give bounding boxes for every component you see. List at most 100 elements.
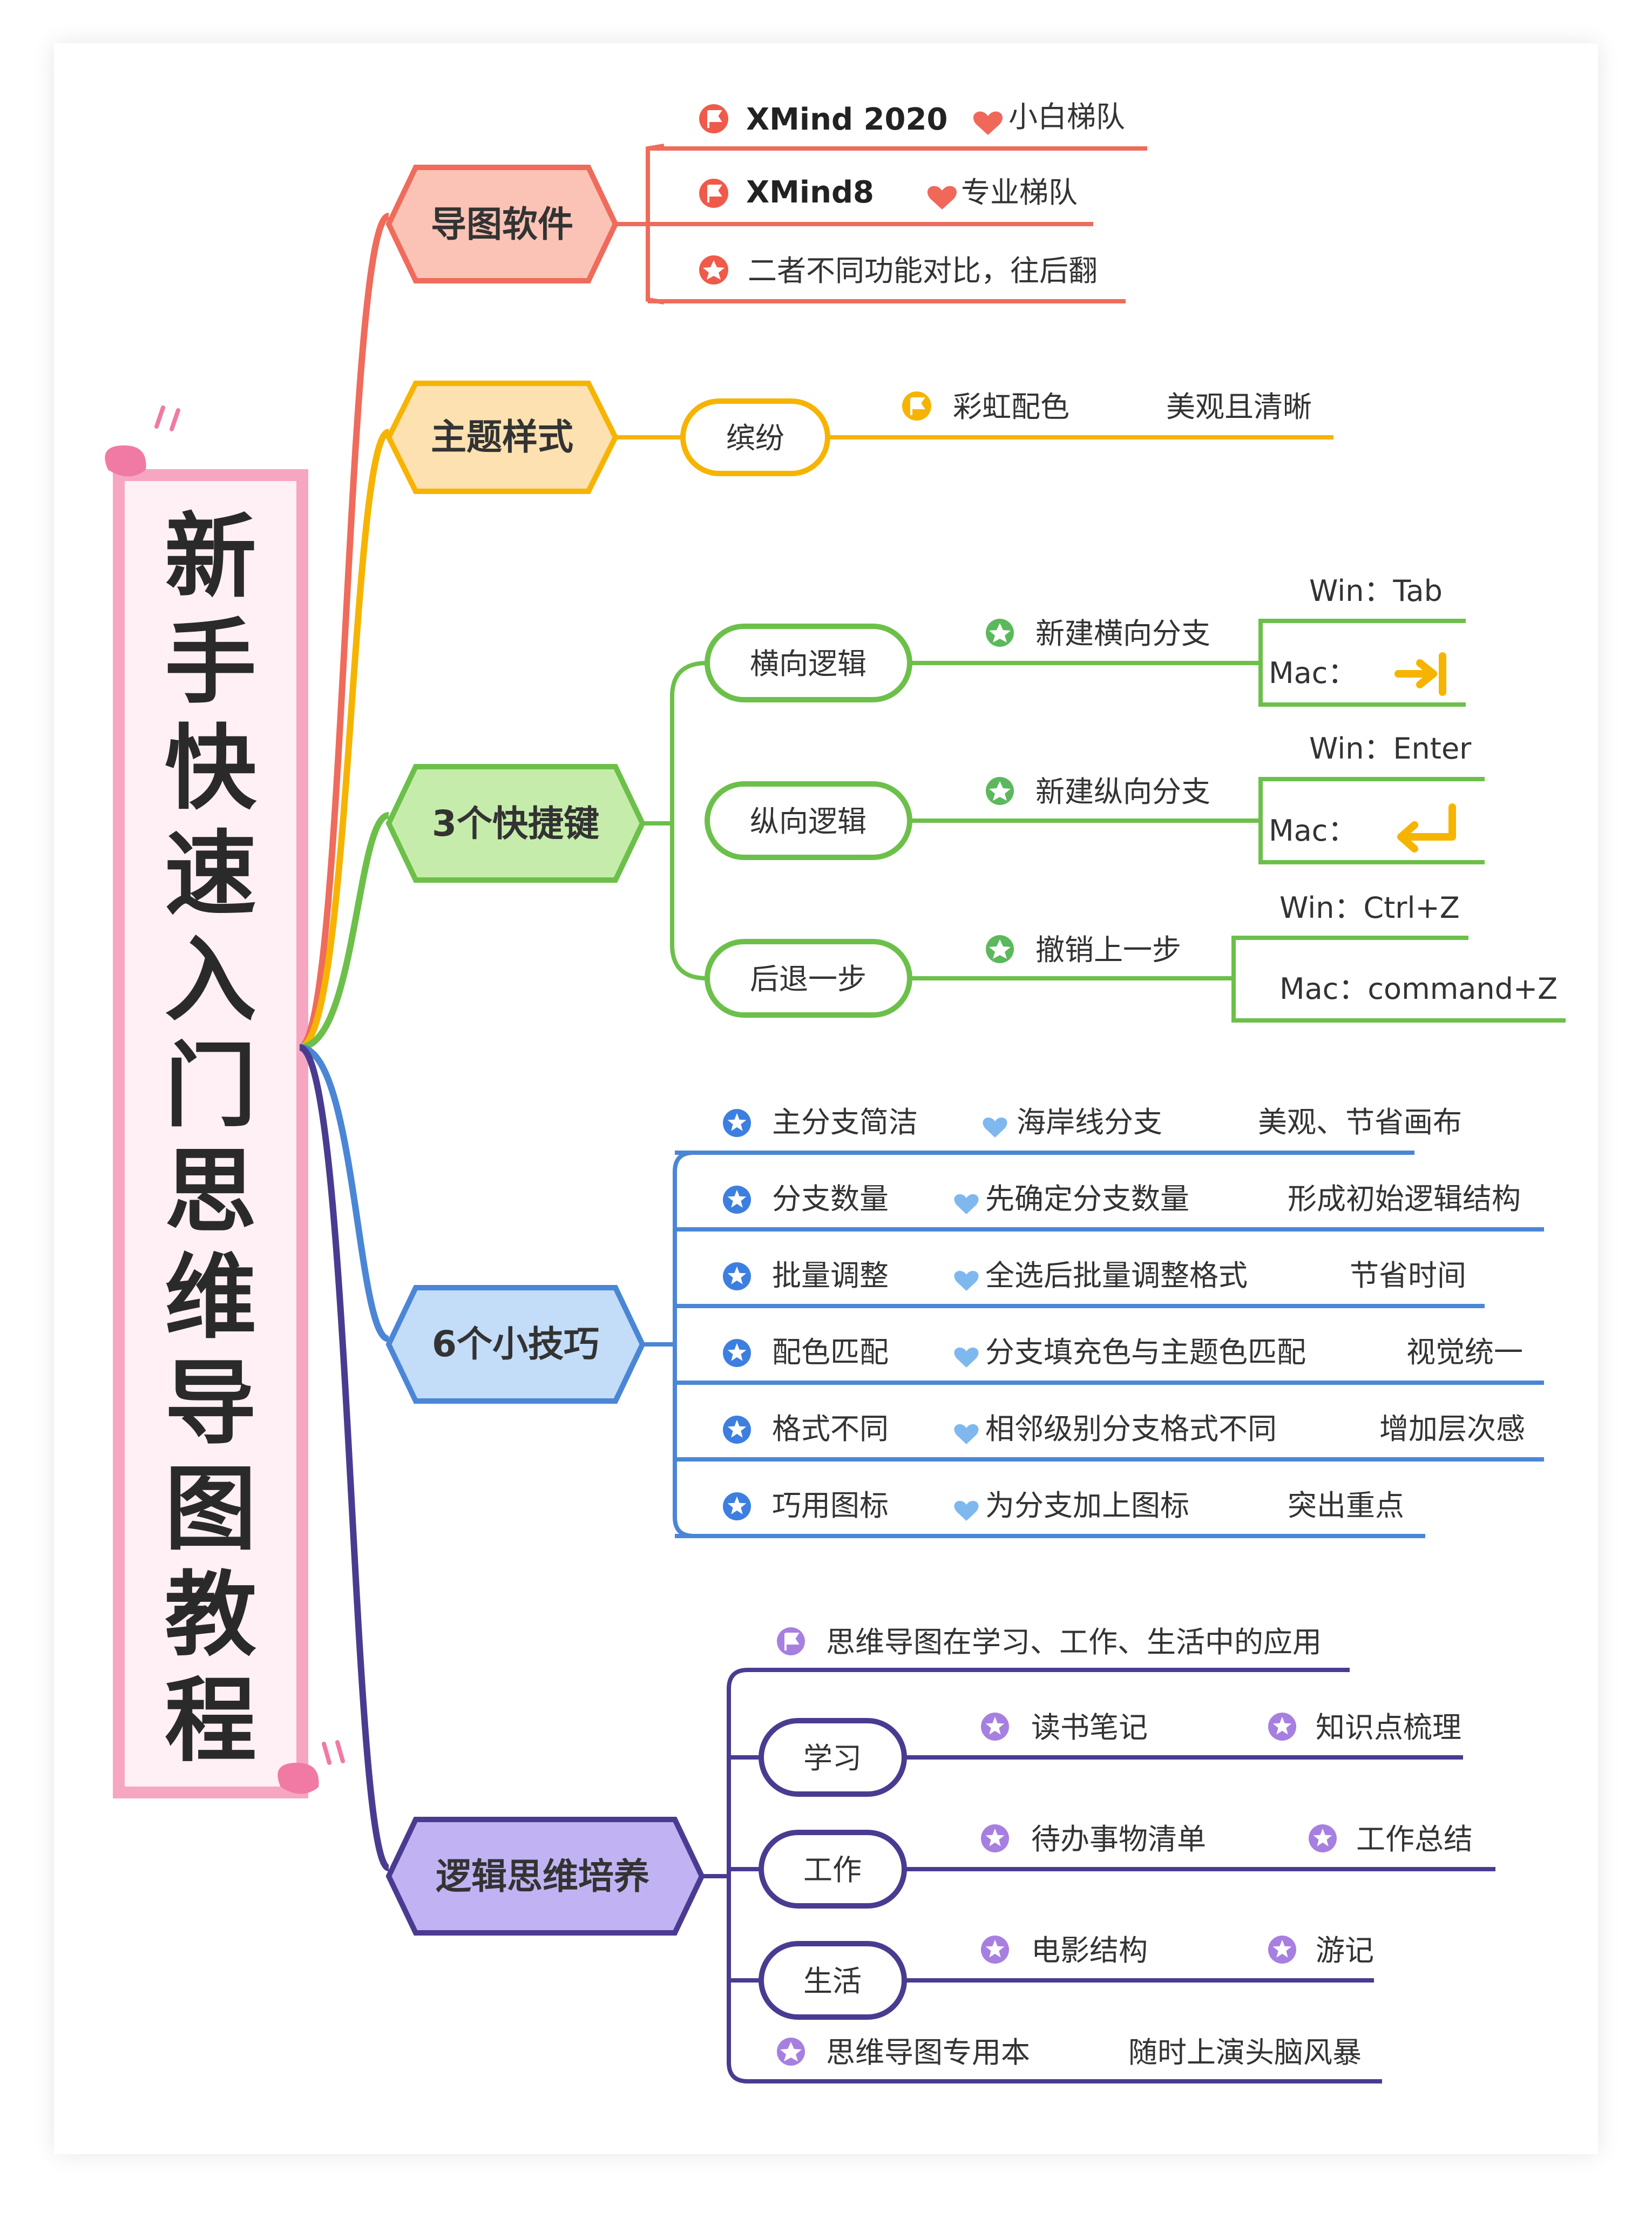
connector-theme [299, 429, 390, 1051]
shortcut-group-3-mac: Mac：command+Z [1279, 972, 1558, 1006]
tips-row[interactable]: 巧用图标为分支加上图标突出重点 [675, 1489, 1425, 1538]
title-char: 速 [165, 821, 256, 928]
logic-group-item-b: 工作总结 [1356, 1822, 1473, 1856]
tips-row-detail: 分支填充色与主题色匹配 [985, 1335, 1306, 1369]
tips-row-title: 格式不同 [772, 1412, 889, 1446]
title-heart-bottom [277, 1763, 319, 1794]
shortcut-group-2: 纵向逻辑 新建纵向分支 Win：Enter Mac： [705, 732, 1485, 864]
star-glyph [989, 939, 1011, 959]
logic-group: 学习读书笔记知识点梳理 [729, 1710, 1463, 1797]
blue-star-icon [723, 1109, 751, 1137]
shortcut-group-3-bracket [1231, 936, 1247, 1023]
branch-shortcut: 3个快捷键 横向逻辑 新建横向分支 Win：Tab Mac： 纵向逻辑 [385, 574, 1566, 1023]
tab-key-icon [1394, 652, 1446, 696]
tips-rows: 主分支简洁海岸线分支美观、节省画布分支数量先确定分支数量形成初始逻辑结构批量调整… [675, 1105, 1544, 1538]
shortcut-bracket [670, 661, 708, 980]
software-label: 导图软件 [431, 204, 573, 245]
shortcut-group-3: 后退一步 撤销上一步 Win：Ctrl+Z Mac：command+Z [705, 891, 1566, 1023]
tips-label: 6个小技巧 [432, 1323, 599, 1365]
shortcut-label: 3个快捷键 [432, 803, 599, 844]
heart-icon [954, 1194, 979, 1214]
shortcut-group-3-action: 撤销上一步 [1035, 933, 1181, 967]
paper-card [54, 43, 1598, 2154]
connector-shortcut [299, 812, 390, 1051]
connector-software [298, 213, 390, 1051]
title-char: 维 [165, 1244, 256, 1351]
title-char: 手 [165, 610, 256, 716]
logic-group: 生活 电影结构 游记 [729, 1933, 1374, 2020]
logic-group-item-a: 读书笔记 [1031, 1710, 1148, 1744]
star-glyph [780, 2042, 802, 2061]
tips-row-benefit: 增加层次感 [1379, 1412, 1525, 1446]
logic-label: 逻辑思维培养 [436, 1856, 649, 1897]
theme-item-label: 彩虹配色 [953, 390, 1069, 424]
purple-star-icon [1268, 1713, 1296, 1741]
logic-bracket [727, 1668, 748, 2083]
purple-star-icon [1309, 1824, 1337, 1852]
title-char: 程 [165, 1668, 256, 1775]
software-item-2-label: XMind8 [746, 175, 874, 210]
star-glyph [989, 781, 1011, 801]
shortcut-group-1: 横向逻辑 新建横向分支 Win：Tab Mac： [705, 574, 1466, 707]
purple-star-icon [981, 1824, 1009, 1852]
heart-icon [954, 1500, 979, 1521]
logic-top-label: 思维导图在学习、工作、生活中的应用 [826, 1625, 1322, 1659]
shortcut-group-1-win: Win：Tab [1309, 574, 1443, 608]
logic-group: 工作 待办事物清单 工作总结 [729, 1822, 1495, 1909]
software-item-1[interactable]: XMind 2020 小白梯队 [699, 100, 1125, 137]
title-sparkle-bottom [322, 1740, 345, 1765]
title-char: 新 [165, 504, 256, 611]
tips-row-benefit: 视觉统一 [1406, 1335, 1523, 1369]
title-frame [113, 469, 308, 1798]
software-item-2[interactable]: XMind8 专业梯队 [699, 175, 1078, 210]
title-char: 门 [165, 1033, 256, 1140]
branch-tips: 6个小技巧 主分支简洁 海岸线分支 美观、节省画布分支数量先确定分支数量形成初始逻辑… [385, 1105, 1544, 1538]
tips-bracket [673, 1151, 694, 1538]
tips-row[interactable]: 分支数量先确定分支数量形成初始逻辑结构 [675, 1182, 1544, 1232]
title-char: 导 [165, 1350, 256, 1457]
shortcut-group-2-action: 新建纵向分支 [1035, 775, 1210, 809]
logic-group-label: 生活 [803, 1964, 862, 1998]
logic-groups: 学习读书笔记知识点梳理工作待办事物清单工作总结生活电影结构游记 [729, 1710, 1495, 2020]
logic-group-item-b: 游记 [1316, 1933, 1374, 1967]
blue-star-icon [723, 1186, 751, 1214]
title-char: 图 [165, 1456, 256, 1563]
tips-row-benefit: 形成初始逻辑结构 [1288, 1182, 1521, 1216]
branch-logic: 逻辑思维培养 思维导图在学习、工作、生活中的应用 学习读书笔记知识点梳理工作待办… [385, 1625, 1495, 2083]
title-char: 快 [165, 715, 257, 822]
tips-row-detail: 海岸线分支 [1017, 1105, 1162, 1139]
tips-row[interactable]: 批量调整全选后批量调整格式节省时间 [675, 1259, 1485, 1308]
logic-group-label: 工作 [803, 1853, 862, 1887]
tips-row[interactable]: 主分支简洁 海岸线分支 美观、节省画布 [675, 1105, 1462, 1155]
logic-group-item-b: 知识点梳理 [1316, 1710, 1461, 1744]
tips-row[interactable]: 配色匹配 分支填充色与主题色匹配 视觉统一 [675, 1335, 1544, 1385]
heart-icon [927, 186, 957, 209]
software-item-1-label: XMind 2020 [746, 102, 947, 137]
tips-row-detail: 全选后批量调整格式 [985, 1259, 1248, 1293]
star-glyph [989, 623, 1011, 642]
tips-row-benefit: 节省时间 [1350, 1259, 1466, 1293]
logic-group-item-a: 电影结构 [1031, 1933, 1148, 1967]
tips-row-title: 配色匹配 [772, 1335, 889, 1369]
logic-group-item-a: 待办事物清单 [1031, 1822, 1206, 1856]
main-connectors [298, 213, 390, 1871]
software-item-3-label: 二者不同功能对比，往后翻 [748, 254, 1098, 288]
shortcut-group-1-label: 横向逻辑 [750, 647, 866, 681]
software-item-3[interactable]: 二者不同功能对比，往后翻 [699, 254, 1098, 288]
theme-item-extra: 美观且清晰 [1166, 390, 1312, 424]
blue-star-icon [723, 1262, 751, 1290]
software-item-1-note: 小白梯队 [1008, 100, 1125, 134]
title-char: 入 [165, 927, 256, 1034]
heart-icon [954, 1270, 979, 1291]
shortcut-group-2-label: 纵向逻辑 [750, 804, 866, 838]
tips-row-detail: 相邻级别分支格式不同 [985, 1412, 1277, 1446]
tips-row-title: 主分支简洁 [772, 1105, 918, 1139]
tips-row-benefit: 美观、节省画布 [1258, 1105, 1462, 1139]
heart-icon [973, 111, 1003, 135]
tips-row[interactable]: 格式不同 相邻级别分支格式不同 增加层次感 [675, 1412, 1544, 1462]
tips-row-detail: 为分支加上图标 [985, 1489, 1189, 1523]
flag-glyph [784, 1633, 800, 1650]
purple-star-icon [981, 1936, 1009, 1964]
title-sparkle-top [154, 405, 180, 431]
